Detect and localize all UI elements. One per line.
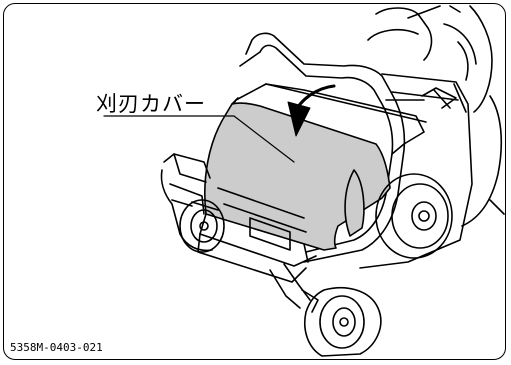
front-left-wheel <box>179 199 225 253</box>
front-bottom-wheel <box>301 286 382 357</box>
handle-frame <box>239 32 457 263</box>
curved-arrow-down-icon <box>287 84 336 137</box>
figure-frame: 刈刃カバー 5358M-0403-021 <box>3 3 506 360</box>
blade-cover-label: 刈刃カバー <box>96 92 206 116</box>
callout-leader <box>103 115 295 163</box>
engine-outline <box>359 5 505 269</box>
mower-deck <box>197 187 317 283</box>
rear-roller <box>375 173 453 259</box>
figure-code: 5358M-0403-021 <box>10 341 103 354</box>
mower-illustration <box>103 5 505 357</box>
